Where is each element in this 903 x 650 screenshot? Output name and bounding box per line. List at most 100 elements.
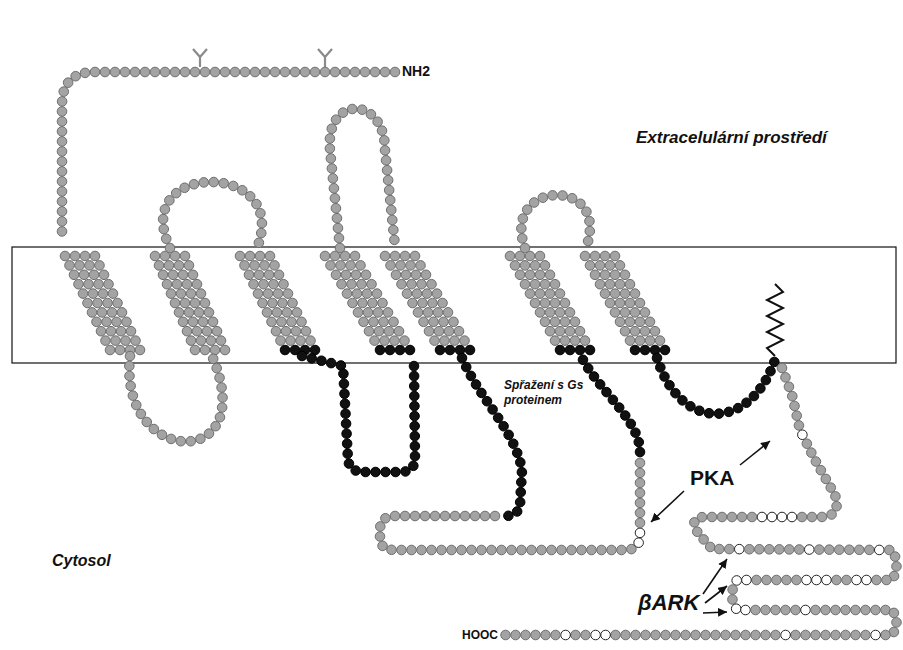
amino-acid-bead bbox=[517, 545, 527, 555]
amino-acid-bead bbox=[80, 68, 90, 78]
amino-acid-bead bbox=[172, 279, 182, 289]
amino-acid-bead bbox=[260, 261, 270, 271]
amino-acid-bead bbox=[410, 421, 420, 431]
amino-acid-bead bbox=[620, 411, 630, 421]
amino-acid-bead bbox=[342, 289, 352, 299]
amino-acid-bead bbox=[656, 363, 666, 373]
amino-acid-bead bbox=[310, 67, 320, 77]
amino-acid-bead bbox=[400, 251, 410, 261]
amino-acid-bead bbox=[520, 279, 530, 289]
amino-acid-bead bbox=[380, 146, 390, 156]
amino-acid-bead bbox=[881, 630, 891, 640]
amino-acid-bead bbox=[434, 326, 444, 336]
amino-acid-bead bbox=[889, 608, 899, 618]
amino-acid-bead bbox=[527, 545, 537, 555]
amino-acid-bead bbox=[180, 251, 190, 261]
amino-acid-bead bbox=[601, 630, 611, 640]
amino-acid-bead bbox=[761, 630, 771, 640]
amino-acid-bead bbox=[757, 512, 767, 522]
amino-acid-bead bbox=[387, 545, 397, 555]
amino-acid-bead bbox=[784, 545, 794, 555]
amino-acid-bead bbox=[892, 618, 902, 628]
amino-acid-bead bbox=[370, 336, 380, 346]
amino-acid-bead bbox=[125, 351, 135, 361]
amino-acid-bead bbox=[380, 336, 390, 346]
amino-acid-bead bbox=[575, 345, 585, 355]
amino-acid-bead bbox=[196, 434, 206, 444]
amino-acid-bead bbox=[331, 270, 341, 280]
amino-acid-bead bbox=[182, 326, 192, 336]
amino-acid-bead bbox=[822, 575, 832, 585]
amino-acid-bead bbox=[814, 545, 824, 555]
amino-acid-bead bbox=[350, 251, 360, 261]
amino-acid-bead bbox=[650, 326, 660, 336]
amino-acid-bead bbox=[577, 545, 587, 555]
amino-acid-bead bbox=[271, 326, 281, 336]
amino-acid-bead bbox=[744, 544, 754, 554]
amino-acid-bead bbox=[635, 498, 645, 508]
amino-acid-bead bbox=[792, 575, 802, 585]
amino-acid-bead bbox=[717, 512, 727, 522]
amino-acid-bead bbox=[280, 67, 290, 77]
amino-acid-bead bbox=[96, 326, 106, 336]
amino-acid-bead bbox=[605, 298, 615, 308]
amino-acid-bead bbox=[57, 107, 67, 117]
amino-acid-bead bbox=[861, 605, 871, 615]
amino-acid-bead bbox=[356, 261, 366, 271]
amino-acid-bead bbox=[547, 545, 557, 555]
amino-acid-bead bbox=[342, 429, 352, 439]
amino-acid-bead bbox=[170, 67, 180, 77]
amino-acid-bead bbox=[841, 630, 851, 640]
amino-acid-bead bbox=[892, 562, 902, 572]
amino-acid-bead bbox=[807, 512, 817, 522]
amino-acid-bead bbox=[471, 380, 481, 390]
amino-acid-bead bbox=[635, 458, 645, 468]
amino-acid-bead bbox=[766, 366, 776, 376]
amino-acid-bead bbox=[326, 154, 336, 164]
amino-acid-bead bbox=[361, 467, 371, 477]
amino-acid-bead bbox=[373, 117, 383, 127]
amino-acid-bead bbox=[540, 261, 550, 271]
amino-acid-bead bbox=[728, 585, 738, 595]
amino-acid-bead bbox=[215, 412, 225, 422]
amino-acid-bead bbox=[371, 467, 381, 477]
amino-acid-bead bbox=[189, 179, 199, 189]
amino-acid-bead bbox=[290, 67, 300, 77]
amino-acid-bead bbox=[240, 67, 250, 77]
amino-acid-bead bbox=[380, 67, 390, 77]
amino-acid-bead bbox=[487, 545, 497, 555]
amino-acid-bead bbox=[704, 408, 714, 418]
amino-acid-bead bbox=[180, 183, 190, 193]
amino-acid-bead bbox=[555, 345, 565, 355]
amino-acid-bead bbox=[824, 545, 834, 555]
amino-acid-bead bbox=[767, 512, 777, 522]
amino-acid-bead bbox=[752, 575, 762, 585]
amino-acid-bead bbox=[851, 605, 861, 615]
amino-acid-bead bbox=[550, 279, 560, 289]
amino-acid-bead bbox=[122, 317, 132, 327]
amino-acid-bead bbox=[761, 375, 771, 385]
amino-acid-bead bbox=[751, 605, 761, 615]
amino-acid-bead bbox=[610, 289, 620, 299]
amino-acid-bead bbox=[391, 270, 401, 280]
amino-acid-bead bbox=[631, 630, 641, 640]
amino-acid-bead bbox=[416, 261, 426, 271]
amino-acid-bead bbox=[206, 336, 216, 346]
amino-acid-bead bbox=[466, 371, 476, 381]
amino-acid-bead bbox=[360, 67, 370, 77]
amino-acid-bead bbox=[407, 545, 417, 555]
amino-acid-bead bbox=[254, 270, 264, 280]
amino-acid-bead bbox=[395, 345, 405, 355]
amino-acid-bead bbox=[330, 67, 340, 77]
amino-acid-bead bbox=[200, 298, 210, 308]
amino-acid-bead bbox=[57, 197, 67, 207]
amino-acid-bead bbox=[337, 279, 347, 289]
amino-acid-bead bbox=[615, 317, 625, 327]
amino-acid-bead bbox=[258, 298, 268, 308]
amino-acid-bead bbox=[807, 448, 817, 458]
amino-acid-bead bbox=[530, 279, 540, 289]
amino-acid-bead bbox=[625, 298, 635, 308]
amino-acid-bead bbox=[557, 545, 567, 555]
amino-acid-bead bbox=[283, 289, 293, 299]
amino-acid-bead bbox=[721, 630, 731, 640]
